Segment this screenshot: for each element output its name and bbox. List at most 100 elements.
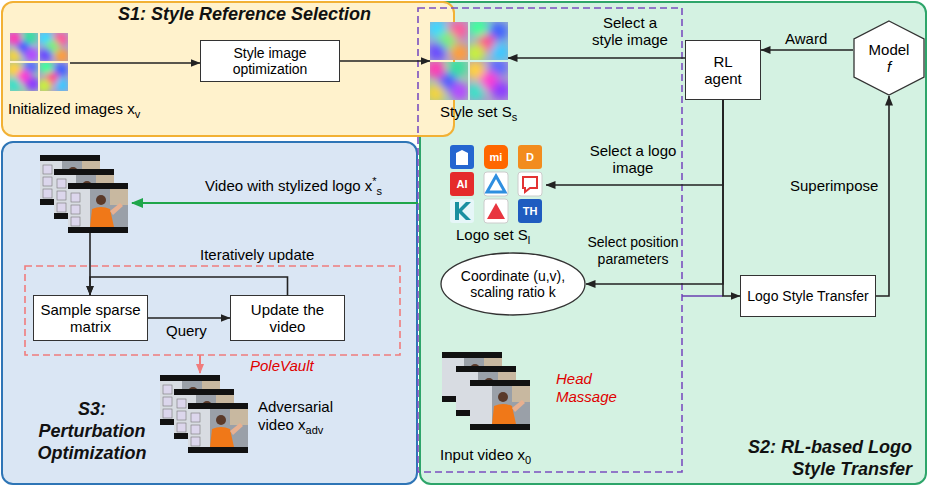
image-group: Adversarial video xadv [160, 375, 250, 465]
style-image [470, 22, 508, 60]
edge-label-holder: Award [785, 30, 827, 47]
connector [70, 62, 200, 64]
label-holder: mi [484, 145, 508, 169]
title-holder: S2: RL-based Logo Style Transfer [712, 436, 912, 480]
logo-letter: mi [490, 151, 503, 163]
edge-label-holder: Query [166, 322, 207, 339]
video-name: Head Massage [556, 370, 628, 406]
connector [340, 60, 430, 62]
connector [89, 233, 91, 295]
image-group: Input video x0 [442, 352, 534, 438]
connector [761, 49, 853, 51]
panel-title: S2: RL-based Logo Style Transfer [712, 436, 912, 480]
noise-image [40, 63, 68, 91]
panel-title: S1: Style Reference Selection [118, 3, 438, 25]
region-feed-line [682, 295, 723, 297]
adversarial-video-frames [160, 375, 248, 453]
caption-index: 0 [525, 454, 531, 466]
label-holder: PoleVault [250, 357, 314, 375]
input-video-frames [442, 352, 530, 430]
image-group: Style set Ss [430, 22, 508, 100]
parameter-ellipse: Coordinate (u,v), scaling ratio k [440, 252, 586, 316]
caption-holder: Logo set Sl [456, 226, 530, 249]
node-label: Sample sparse matrix [39, 301, 142, 336]
style-image [430, 62, 468, 100]
video-output-arrow [132, 202, 418, 204]
node-label: f [887, 58, 891, 75]
label-holder: TH [518, 199, 542, 223]
node-label: Style image optimization [206, 45, 334, 77]
edge-label: Select a logo image [588, 142, 678, 176]
caption-text: Input video x [440, 446, 525, 463]
model-hexagon: Modelf [853, 20, 925, 96]
node-label: Model [869, 41, 910, 58]
connector [546, 100, 723, 185]
connector [148, 317, 230, 319]
connector [586, 100, 723, 284]
image-group: Video with stylized logo x*s [40, 155, 128, 233]
noise-image [10, 63, 38, 91]
selection-region [418, 8, 682, 472]
edge-label-holder: Select a logo image [588, 142, 678, 176]
connector [876, 96, 889, 296]
edge-label: Query [166, 322, 207, 339]
stage-panel: S3: Perturbation Optimization Video with … [1, 141, 418, 485]
caption-index: l [528, 234, 530, 246]
caption-holder: Style set Ss [440, 103, 517, 126]
connector [723, 100, 740, 296]
label-holder: D [518, 145, 542, 169]
process-box: Sample sparse matrix [33, 295, 148, 341]
caption-holder: Initialized images xv [8, 100, 140, 123]
caption-text: Initialized images x [8, 100, 135, 117]
stage-panel: S1: Style Reference SelectionInitialized… [1, 1, 455, 137]
style-image [430, 22, 468, 60]
node-label: Update the video [236, 301, 339, 336]
agent-box: RL agent [685, 40, 761, 100]
logo-letter: D [526, 151, 534, 163]
edge-label-holder: Select position parameters [586, 234, 680, 268]
stylized-video-frames [40, 155, 128, 233]
caption-index: s [512, 111, 518, 123]
label-holder: Head Massage [556, 370, 628, 406]
style-image [470, 62, 508, 100]
title-holder: S1: Style Reference Selection [118, 3, 438, 25]
label-holder: AI [450, 172, 474, 196]
caption-index: adv [306, 424, 324, 436]
process-box: Update the video [230, 295, 345, 341]
image-group: Initialized images xv [10, 33, 70, 93]
edge-label-holder: Superimpose [790, 177, 878, 194]
panel-title: S3: Perturbation Optimization [28, 398, 156, 464]
edge-label: Select a style image [588, 14, 672, 48]
caption-holder: Adversarial video xadv [258, 398, 368, 439]
caption-text: Video with stylized logo x [205, 177, 372, 194]
loop-region [25, 266, 400, 355]
noise-image [10, 33, 38, 61]
edge-label: Award [785, 30, 827, 47]
node-label: Logo Style Transfer [747, 288, 868, 304]
result-arrow [199, 355, 201, 373]
caption-text: Style set S [440, 103, 512, 120]
edge-label-holder: Select a style image [588, 14, 672, 48]
caption-index: v [135, 108, 141, 120]
connector [508, 57, 685, 59]
caption-holder: Video with stylized logo x*s [205, 172, 382, 200]
caption-text: Logo set S [456, 226, 528, 243]
edge-label: Iteratively update [200, 246, 314, 263]
noise-image [40, 33, 68, 61]
caption-index: * [372, 175, 376, 187]
logo-letter: AI [457, 178, 468, 190]
process-box: Style image optimization [200, 40, 340, 82]
hexagon-shape [854, 21, 924, 95]
caption-index: s [377, 185, 383, 197]
process-box: Logo Style Transfer [740, 275, 876, 317]
logo-letter: TH [523, 205, 538, 217]
node-label: Coordinate (u,v), scaling ratio k [458, 268, 568, 300]
connector [90, 277, 288, 295]
ellipse-shape [441, 253, 585, 315]
edge-label: Superimpose [790, 177, 878, 194]
edge-label: Select position parameters [586, 234, 680, 268]
edge-label-holder: Iteratively update [200, 246, 314, 263]
